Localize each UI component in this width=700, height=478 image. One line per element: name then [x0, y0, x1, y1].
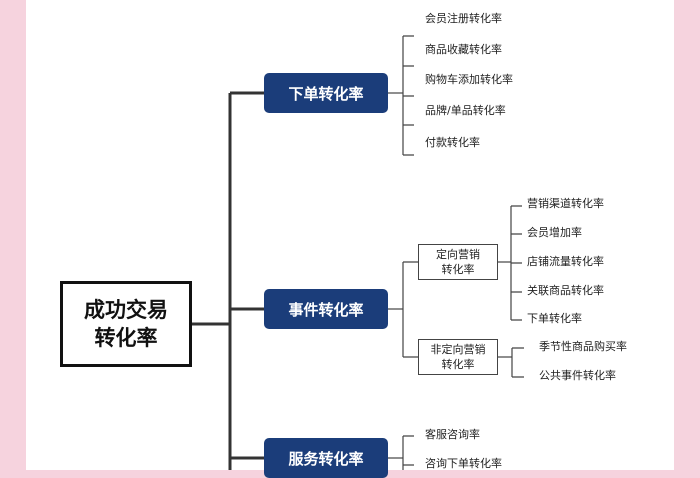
leaf-node: 会员注册转化率 — [425, 12, 502, 25]
leaf-node: 客服咨询率 — [425, 428, 480, 441]
leaf-node: 季节性商品购买率 — [539, 340, 627, 353]
branch-node-service: 服务转化率 — [264, 438, 388, 478]
targeted-ticks — [511, 205, 522, 321]
root-label-line2: 转化率 — [94, 326, 158, 350]
leaf-node: 品牌/单品转化率 — [425, 104, 506, 117]
leaf-node: 商品收藏转化率 — [425, 43, 502, 56]
leaf-node: 付款转化率 — [425, 136, 480, 149]
leaf-node: 店铺流量转化率 — [527, 255, 604, 268]
branch-node-order: 下单转化率 — [264, 73, 388, 113]
leaf-node: 下单转化率 — [527, 312, 582, 325]
branch-label: 事件转化率 — [288, 300, 364, 319]
branch-label: 下单转化率 — [288, 84, 364, 103]
subnode-untargeted-marketing: 非定向营销 转化率 — [418, 339, 498, 375]
branch-node-event: 事件转化率 — [264, 289, 388, 329]
order-ticks — [403, 35, 414, 156]
root-label-line1: 成功交易 — [84, 298, 168, 322]
root-node: 成功交易 转化率 — [60, 281, 192, 367]
untargeted-ticks — [512, 347, 524, 378]
leaf-node: 会员增加率 — [527, 226, 582, 239]
subnode-label-line1: 非定向营销 — [430, 343, 486, 356]
subnode-targeted-marketing: 定向营销 转化率 — [418, 244, 498, 280]
subnode-label-line1: 定向营销 — [436, 248, 480, 261]
leaf-node: 关联商品转化率 — [527, 284, 604, 297]
leaf-node: 咨询下单转化率 — [425, 457, 502, 470]
leaf-node: 公共事件转化率 — [539, 369, 616, 382]
subnode-label-line2: 转化率 — [441, 358, 475, 371]
event-ticks — [403, 261, 418, 358]
service-ticks — [403, 435, 414, 466]
branch-label: 服务转化率 — [288, 449, 364, 468]
leaf-node: 购物车添加转化率 — [425, 73, 513, 86]
subnode-label-line2: 转化率 — [441, 263, 475, 276]
leaf-node: 营销渠道转化率 — [527, 197, 604, 210]
